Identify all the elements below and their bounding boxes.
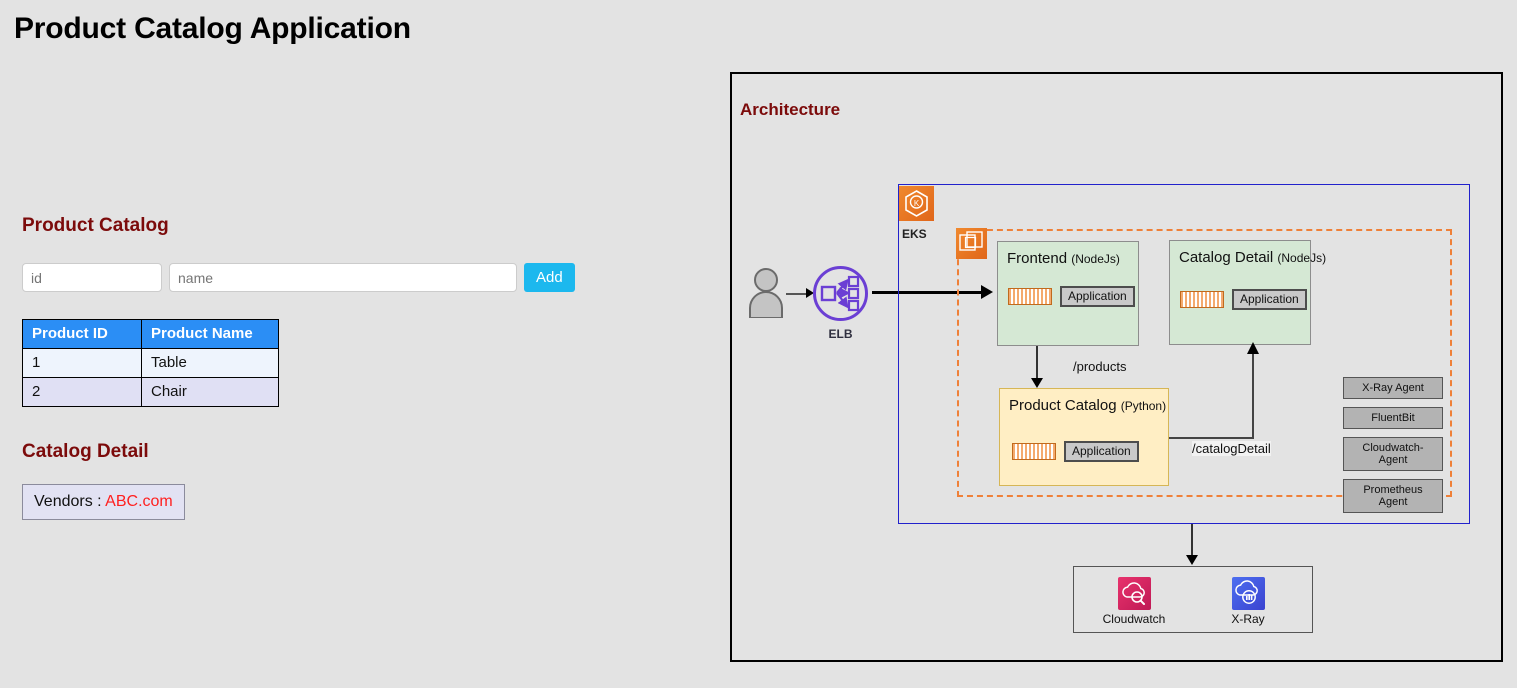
container-icon	[1180, 291, 1224, 309]
arrowhead-icon	[1186, 555, 1198, 565]
cell-product-name: Chair	[141, 377, 279, 407]
edge-label-catalog-detail: /catalogDetail	[1192, 441, 1271, 456]
pod-product-catalog-language: (Python)	[1120, 399, 1167, 413]
arrowhead-icon	[1247, 342, 1259, 354]
edge-product-catalog-to-catalog-detail	[1169, 437, 1254, 439]
eks-node-boundary	[957, 229, 1452, 497]
arrowhead-icon	[806, 288, 814, 298]
product-catalog-heading: Product Catalog	[22, 215, 169, 236]
edge-frontend-to-product-catalog	[1036, 346, 1038, 380]
add-product-form: Add	[22, 263, 575, 292]
pod-catalog-detail: Catalog Detail (NodeJs) Application	[1169, 240, 1326, 345]
pod-catalog-detail-name: Catalog Detail	[1179, 249, 1274, 266]
pod-catalog-detail-language: (NodeJs)	[1277, 251, 1327, 265]
application-badge: Application	[1060, 286, 1135, 308]
container-icon	[1012, 443, 1056, 461]
pod-frontend-container-row: Application	[1008, 286, 1135, 308]
cloudwatch-icon	[1117, 577, 1151, 610]
pod-product-catalog-container-row: Application	[1012, 441, 1139, 463]
table-header-row: Product ID Product Name	[22, 319, 279, 349]
cell-product-id: 2	[22, 377, 142, 407]
pod-product-catalog-title: Product Catalog (Python)	[1009, 397, 1166, 414]
edge-product-catalog-to-catalog-detail-vertical	[1252, 354, 1254, 439]
agent-xray: X-Ray Agent	[1343, 377, 1443, 399]
monitoring-label-xray: X-Ray	[1231, 612, 1265, 626]
product-table: Product ID Product Name 1 Table 2 Chair	[22, 319, 279, 407]
pod-product-catalog-name: Product Catalog	[1009, 397, 1117, 414]
vendor-box: Vendors : ABC.com	[22, 484, 185, 520]
edge-eks-to-monitoring	[1191, 524, 1193, 558]
monitoring-item-cloudwatch: Cloudwatch	[1094, 577, 1174, 626]
cell-product-id: 1	[22, 348, 142, 378]
architecture-heading: Architecture	[740, 100, 841, 119]
agent-prometheus: Prometheus Agent	[1343, 479, 1443, 513]
agent-cloudwatch: Cloudwatch-Agent	[1343, 437, 1443, 471]
edge-elb-to-frontend	[872, 291, 987, 294]
column-header-product-name: Product Name	[141, 319, 279, 349]
monitoring-item-xray: X-Ray	[1208, 577, 1288, 626]
pod-catalog-detail-container-row: Application	[1180, 289, 1307, 311]
edge-user-to-elb	[786, 293, 808, 295]
column-header-product-id: Product ID	[22, 319, 142, 349]
pod-frontend-title: Frontend (NodeJs)	[1007, 250, 1120, 267]
user-icon	[749, 268, 783, 318]
application-badge: Application	[1232, 289, 1307, 311]
eks-label: EKS	[902, 227, 927, 241]
svg-text:K: K	[914, 199, 920, 208]
add-button[interactable]: Add	[524, 263, 575, 292]
table-row: 2 Chair	[22, 377, 279, 407]
pod-frontend: Frontend (NodeJs) Application	[997, 241, 1139, 346]
pod-catalog-detail-title: Catalog Detail (NodeJs)	[1179, 249, 1326, 266]
architecture-panel	[730, 72, 1503, 662]
xray-icon	[1231, 577, 1265, 610]
vendor-value: ABC.com	[105, 493, 173, 510]
agent-fluentbit: FluentBit	[1343, 407, 1443, 429]
arrowhead-icon	[981, 285, 993, 299]
container-icon	[1008, 288, 1052, 306]
product-id-input[interactable]	[22, 263, 162, 292]
arrowhead-icon	[1031, 378, 1043, 388]
elb-label: ELB	[828, 327, 853, 341]
eks-cluster-boundary	[898, 184, 1470, 524]
monitoring-box: Cloudwatch X-Ray	[1073, 566, 1313, 633]
application-badge: Application	[1064, 441, 1139, 463]
vendor-label: Vendors :	[34, 493, 106, 510]
agent-list: X-Ray Agent FluentBit Cloudwatch-Agent P…	[1343, 377, 1443, 513]
pod-product-catalog: Product Catalog (Python) Application	[999, 388, 1169, 486]
pod-frontend-name: Frontend	[1007, 250, 1068, 267]
product-name-input[interactable]	[169, 263, 517, 292]
eks-icon: K	[899, 186, 934, 221]
table-row: 1 Table	[22, 348, 279, 378]
elb-node	[813, 266, 868, 321]
page-title: Product Catalog Application	[14, 12, 411, 45]
catalog-detail-heading: Catalog Detail	[22, 441, 149, 462]
pod-frontend-language: (NodeJs)	[1071, 252, 1120, 266]
elastic-load-balancer-icon	[820, 275, 860, 312]
eks-node-icon	[956, 228, 987, 259]
cell-product-name: Table	[141, 348, 279, 378]
edge-label-products: /products	[1073, 359, 1127, 374]
monitoring-label-cloudwatch: Cloudwatch	[1102, 612, 1166, 626]
